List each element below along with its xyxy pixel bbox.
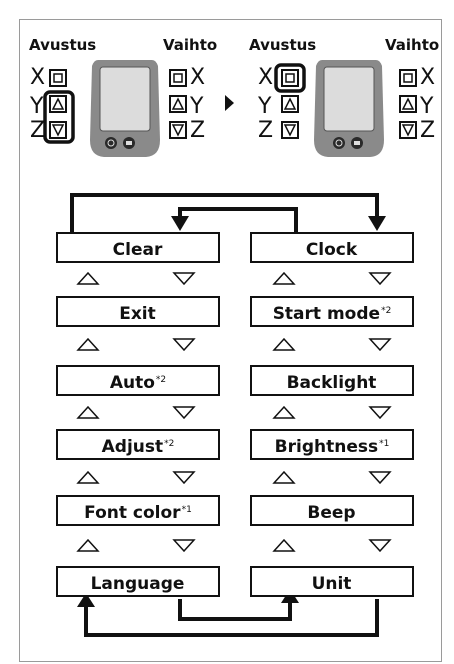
triangle-up-icon [76,538,100,552]
assist-label-right: Avustus [249,36,317,54]
menu-item-beep: Beep [250,495,414,526]
triangle-up-icon [76,271,100,285]
right-button-group [274,63,417,139]
triangle-down-icon [368,539,392,553]
menu-item-font-color: Font color*1 [56,495,220,526]
axis-y-left2: Y [190,94,204,119]
menu-item-clock: Clock [250,232,414,263]
triangle-down-icon [172,272,196,286]
flow-arrowheads [77,216,386,607]
figure-frame [19,19,442,662]
triangle-down-icon [368,338,392,352]
triangle-down-icon [172,539,196,553]
triangle-down-icon [172,406,196,420]
axis-z-left: Z [30,118,46,143]
axis-y-left: Y [30,94,44,119]
triangle-down-icon [368,406,392,420]
triangle-up-icon [272,405,296,419]
menu-item-clear: Clear [56,232,220,263]
axis-y-right2: Y [420,94,434,119]
triangle-down-icon [368,471,392,485]
menu-item-start-mode: Start mode*2 [250,296,414,327]
menu-item-brightness: Brightness*1 [250,429,414,460]
cycle-computer-icon [90,60,160,157]
axis-z-right: Z [258,118,274,143]
shift-label-right: Vaihto [385,36,440,54]
triangle-down-icon [368,272,392,286]
triangle-down-icon [172,338,196,352]
triangle-up-icon [272,538,296,552]
menu-item-adjust: Adjust*2 [56,429,220,460]
menu-item-unit: Unit [250,566,414,597]
triangle-up-icon [76,470,100,484]
arrow-up-icon [77,593,95,607]
triangle-up-icon [272,271,296,285]
menu-item-auto: Auto*2 [56,365,220,396]
triangle-up-icon [76,405,100,419]
axis-x-left: X [30,65,46,90]
axis-x-left2: X [190,65,206,90]
left-button-group [43,69,187,144]
axis-y-right: Y [258,94,272,119]
triangle-down-icon [172,471,196,485]
play-arrow-icon [225,95,234,111]
arrow-down-icon [368,216,386,231]
triangle-up-icon [76,337,100,351]
square-button-icon [49,69,67,87]
menu-item-exit: Exit [56,296,220,327]
menu-item-backlight: Backlight [250,365,414,396]
axis-z-right2: Z [420,118,436,143]
triangle-up-icon [51,97,65,110]
highlight-y-z [43,90,75,144]
cycle-computer-icon-right [314,60,384,157]
navigation-triangles [76,271,392,553]
highlight-x [274,63,306,93]
arrow-down-icon [171,216,189,231]
flow-connectors [70,193,379,637]
axis-z-left2: Z [190,118,206,143]
triangle-up-icon [272,337,296,351]
shift-label-left: Vaihto [163,36,218,54]
triangle-up-icon [272,470,296,484]
axis-x-right2: X [420,65,436,90]
assist-label-left: Avustus [29,36,97,54]
triangle-down-icon [51,124,65,137]
axis-x-right: X [258,65,274,90]
menu-item-language: Language [56,566,220,597]
